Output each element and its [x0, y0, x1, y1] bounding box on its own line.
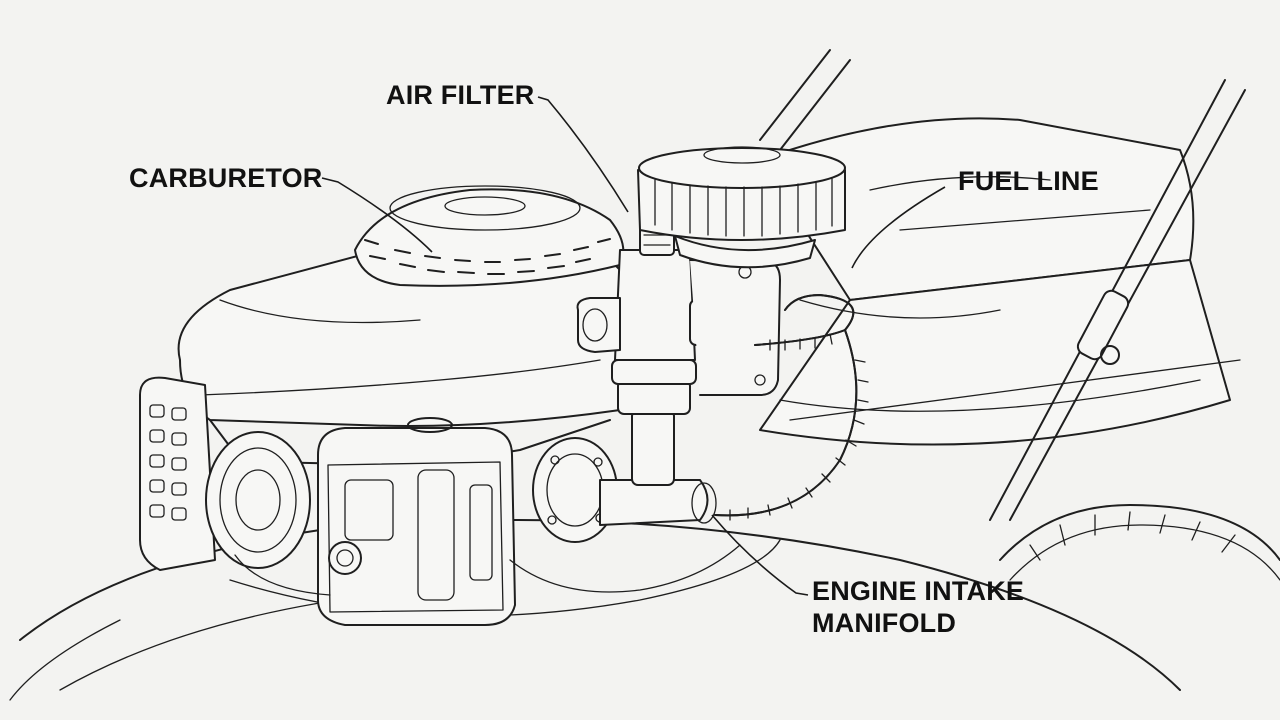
label-fuel-line: FUEL LINE	[958, 166, 1099, 196]
carb-bracket	[689, 259, 781, 396]
fuel-line-hose	[714, 294, 869, 521]
label-carburetor: CARBURETOR	[129, 163, 323, 193]
side-grille	[139, 376, 216, 571]
intake-flange	[532, 437, 717, 543]
air-filter-canister	[637, 146, 846, 269]
label-engine-intake-line2: MANIFOLD	[812, 608, 957, 638]
engine-base	[234, 544, 741, 596]
carburetor-body	[576, 214, 755, 486]
label-engine-intake-line1: ENGINE INTAKE	[812, 576, 1025, 606]
rear-wheel	[999, 504, 1280, 581]
pulley-cover	[205, 431, 311, 569]
mower-handle	[759, 49, 1246, 521]
recoil-starter	[354, 185, 625, 287]
front-cover-box	[317, 417, 516, 626]
leader-carburetor	[321, 177, 433, 253]
mower-housing	[759, 117, 1241, 446]
leader-air-filter	[537, 96, 629, 213]
leader-fuel-line	[851, 186, 946, 269]
label-air-filter: AIR FILTER	[386, 80, 535, 110]
leader-engine-intake	[711, 514, 809, 596]
leader-lines	[321, 96, 946, 596]
